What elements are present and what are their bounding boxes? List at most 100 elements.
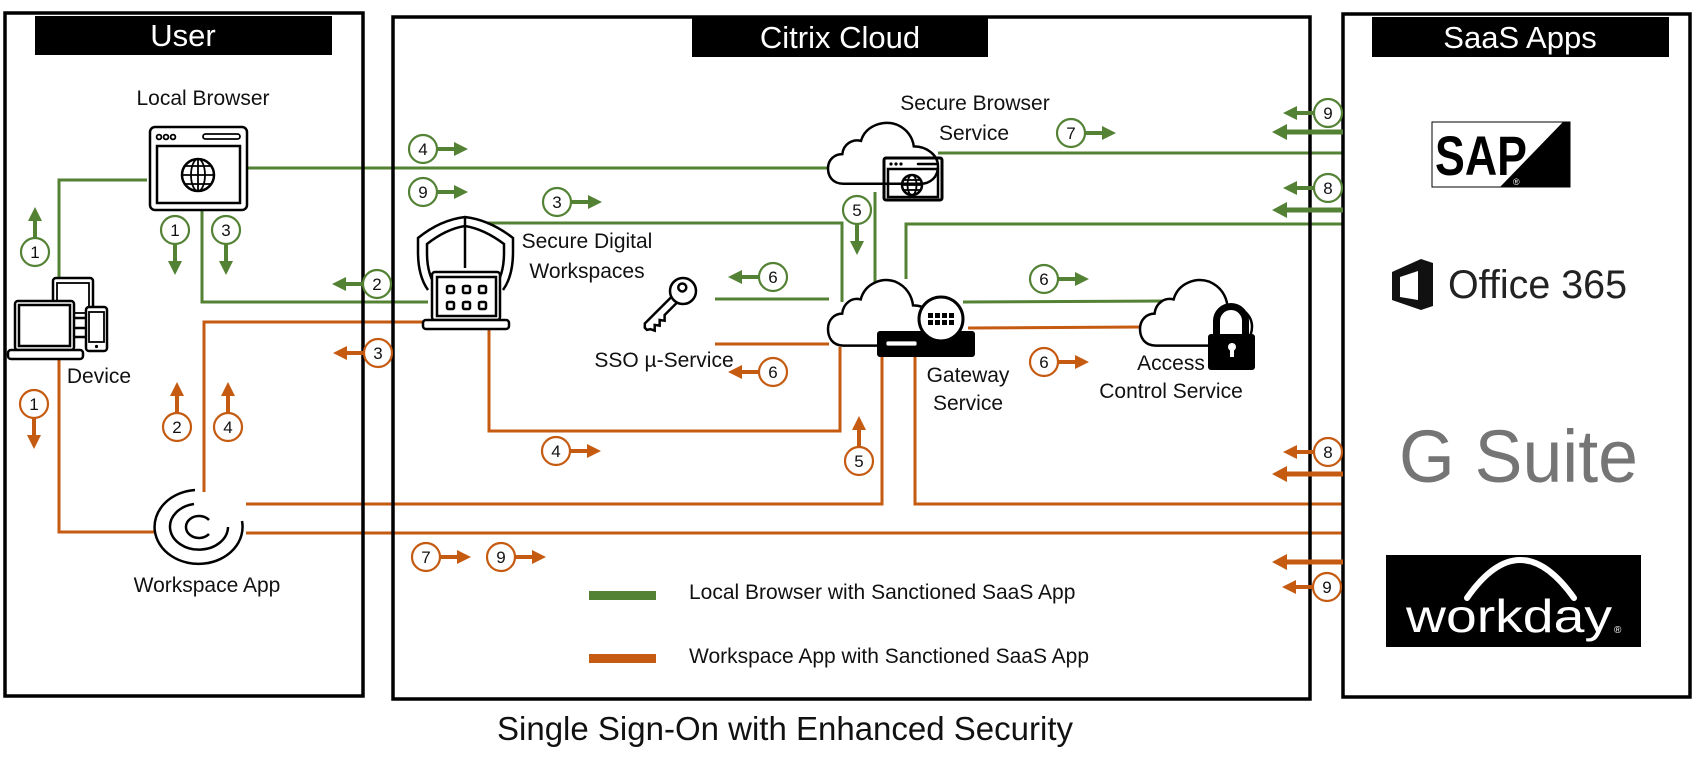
step-circle bbox=[159, 214, 191, 246]
arrow-head bbox=[332, 277, 346, 291]
arrow-right-icon bbox=[439, 550, 471, 564]
step-number: 2 bbox=[372, 275, 381, 294]
arrow-right-icon bbox=[570, 195, 602, 209]
line-secure-workspaces-to-gateway bbox=[487, 221, 844, 302]
user-panel-title: User bbox=[150, 18, 215, 53]
line-workspace-app-to-gateway bbox=[246, 357, 884, 506]
step-number: 6 bbox=[768, 268, 777, 287]
arrow-head bbox=[532, 550, 546, 564]
shield-laptop-icon bbox=[416, 215, 515, 331]
step-circle bbox=[410, 541, 442, 573]
step-marker-local-browser-12: 9 bbox=[1283, 97, 1344, 129]
arrow-up-icon bbox=[170, 382, 184, 414]
step-circle bbox=[757, 261, 789, 293]
step-number: 1 bbox=[29, 395, 38, 414]
step-number: 8 bbox=[1323, 443, 1332, 462]
legend-label-workspace-app: Workspace App with Sanctioned SaaS App bbox=[689, 645, 1089, 668]
step-circle bbox=[407, 133, 439, 165]
step-circle bbox=[361, 268, 393, 300]
saas-response-arrows bbox=[1272, 124, 1343, 570]
step-number: 4 bbox=[551, 442, 560, 461]
device-label: Device bbox=[67, 365, 131, 388]
arrow-right-icon bbox=[1084, 126, 1116, 140]
sap-logo-text: SAP bbox=[1435, 124, 1527, 187]
arrow-head bbox=[457, 550, 471, 564]
arrow-left-icon bbox=[1272, 466, 1287, 482]
secure-browser-service-label-line2: Service bbox=[939, 122, 1009, 145]
workspace-app-flow-lines bbox=[57, 320, 1343, 535]
step-number: 3 bbox=[552, 193, 561, 212]
step-marker-local-browser-6: 9 bbox=[407, 176, 468, 208]
step-marker-local-browser-3: 3 bbox=[210, 214, 242, 275]
step-number: 6 bbox=[1039, 353, 1048, 372]
step-marker-local-browser-5: 4 bbox=[407, 133, 468, 165]
step-number: 9 bbox=[1323, 104, 1332, 123]
saas-response-arrow-workspace-app-4 bbox=[1272, 554, 1343, 570]
arrow-down-icon bbox=[850, 223, 864, 255]
office-icon bbox=[1392, 259, 1433, 310]
line-secure-workspaces-to-workspace-app bbox=[202, 320, 424, 492]
arrow-right-icon bbox=[569, 444, 601, 458]
arrow-right-icon bbox=[1057, 355, 1089, 369]
arrow-head bbox=[852, 416, 866, 430]
arrow-head bbox=[1102, 126, 1116, 140]
arrow-up-icon bbox=[221, 382, 235, 414]
legend-swatch-green bbox=[589, 591, 656, 600]
saas-apps-panel-title: SaaS Apps bbox=[1443, 20, 1596, 55]
workspace-app: Workspace App bbox=[134, 488, 280, 597]
browser-window-icon bbox=[882, 156, 944, 202]
access-control-service: Access Control Service bbox=[1099, 280, 1255, 403]
arrow-head bbox=[1283, 445, 1297, 459]
lock-icon bbox=[1208, 303, 1255, 370]
step-circle bbox=[1055, 117, 1087, 149]
diagram-title: Single Sign-On with Enhanced Security bbox=[497, 710, 1073, 747]
step-number: 9 bbox=[1322, 578, 1331, 597]
arrow-down-icon bbox=[168, 243, 182, 275]
arrow-right-icon bbox=[436, 185, 468, 199]
arrow-up-icon bbox=[852, 416, 866, 448]
step-number: 5 bbox=[852, 201, 861, 220]
gateway-appliance-icon bbox=[877, 295, 975, 357]
arrow-right-icon bbox=[436, 142, 468, 156]
saas-response-arrow-local-browser-1 bbox=[1272, 124, 1343, 140]
step-circle bbox=[540, 435, 572, 467]
step-marker-workspace-app-5: 6 bbox=[728, 356, 789, 388]
workday-logo-text: workday bbox=[1405, 590, 1612, 642]
step-circle bbox=[485, 541, 517, 573]
arrow-left-icon bbox=[728, 270, 760, 284]
citrix-cloud-panel-border bbox=[391, 15, 1312, 701]
legend-swatch-orange bbox=[589, 654, 656, 663]
arrow-head bbox=[170, 382, 184, 396]
arrow-head bbox=[1283, 106, 1297, 120]
arrow-head bbox=[588, 195, 602, 209]
devices-icon bbox=[6, 276, 109, 361]
line-secure-workspaces-to-gateway bbox=[487, 329, 842, 433]
saas-apps-panel-border bbox=[1341, 12, 1692, 699]
step-marker-workspace-app-1: 1 bbox=[18, 388, 50, 449]
user-panel-header bbox=[35, 16, 332, 55]
arrow-head bbox=[1282, 580, 1296, 594]
device: Device bbox=[6, 276, 131, 388]
access-control-label-line2: Control Service bbox=[1099, 380, 1243, 403]
step-marker-workspace-app-3: 4 bbox=[212, 382, 244, 443]
step-circle bbox=[212, 411, 244, 443]
step-circle bbox=[1311, 571, 1343, 603]
gateway-service: Gateway Service bbox=[828, 280, 1010, 415]
citrix-cloud-panel-header bbox=[692, 18, 988, 57]
local-browser: Local Browser bbox=[136, 87, 270, 212]
step-circle bbox=[362, 337, 394, 369]
step-circle bbox=[407, 176, 439, 208]
step-circle bbox=[1312, 436, 1344, 468]
arrow-head bbox=[27, 435, 41, 449]
cloud-icon bbox=[1140, 280, 1252, 345]
step-number: 4 bbox=[223, 418, 232, 437]
step-number: 2 bbox=[172, 418, 181, 437]
step-circle bbox=[1312, 97, 1344, 129]
arrow-left-icon bbox=[1283, 445, 1315, 459]
arrow-head bbox=[333, 346, 347, 360]
arrow-left-icon bbox=[332, 277, 364, 291]
line-gateway-to-saas bbox=[913, 346, 1343, 506]
step-number: 5 bbox=[854, 452, 863, 471]
step-circle bbox=[843, 445, 875, 477]
